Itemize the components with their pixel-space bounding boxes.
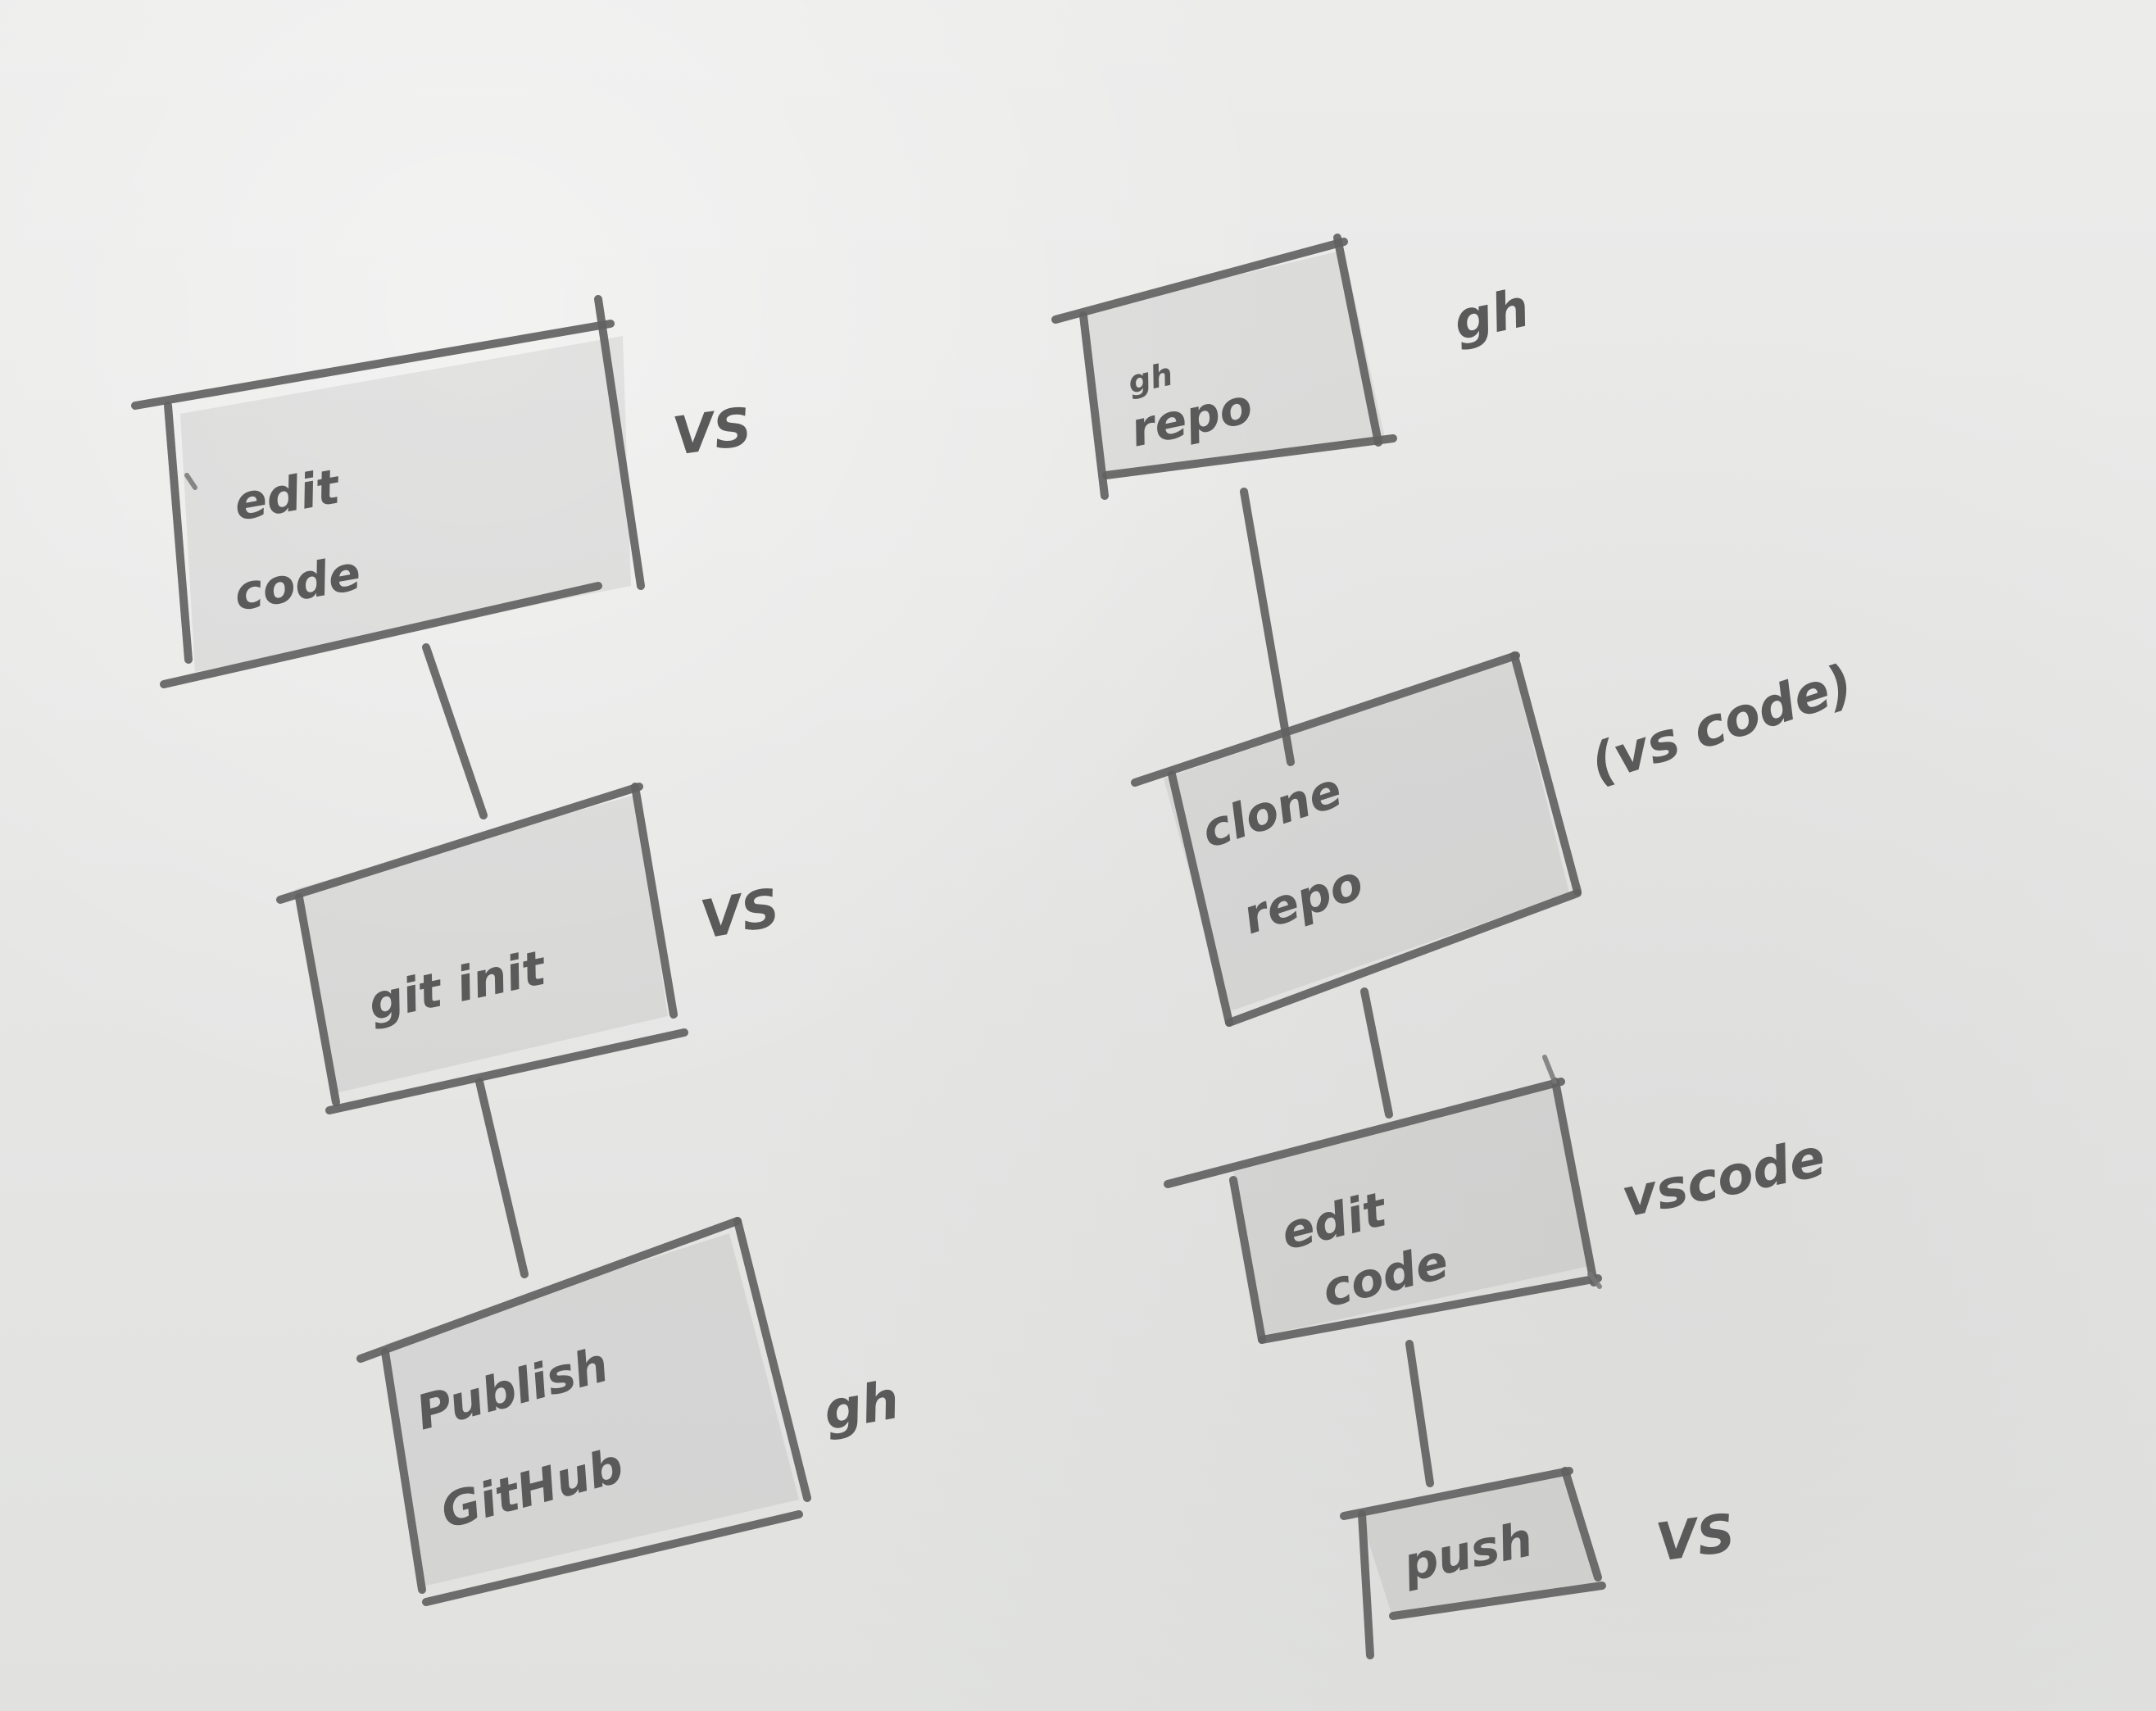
pencil-mark [184, 473, 197, 490]
left-box-publish-github-side-label: gh [819, 1370, 904, 1443]
left-connector-2 [475, 1078, 529, 1278]
right-box-edit-code: edit code [1164, 1078, 1602, 1344]
right-connector-3 [1405, 1340, 1434, 1487]
right-box-edit-code-side-label: vscode [1617, 1128, 1831, 1230]
left-box-git-init-side-label: VS [697, 878, 784, 951]
right-box-gh-repo-side-label: gh [1449, 278, 1535, 352]
right-box-clone-repo-side-label: (vs code) [1583, 653, 1860, 795]
right-box-push: push [1340, 1467, 1606, 1659]
right-box-push-side-label: VS [1653, 1503, 1739, 1574]
right-connector-2 [1360, 987, 1393, 1119]
left-box-edit-code-side-label: VS [669, 397, 756, 468]
pencil-mark [1587, 1272, 1602, 1289]
right-box-clone-repo: clone repo [1131, 651, 1582, 1027]
right-connector-1 [1240, 488, 1295, 766]
left-box-git-init: git init [276, 783, 688, 1114]
right-box-gh-repo: gh repo [1051, 234, 1397, 500]
left-box-edit-code: edit code [131, 295, 645, 688]
left-box-publish-github: Publish GitHub [356, 1217, 811, 1606]
pencil-mark [1542, 1055, 1557, 1084]
left-connector-1 [422, 643, 488, 819]
